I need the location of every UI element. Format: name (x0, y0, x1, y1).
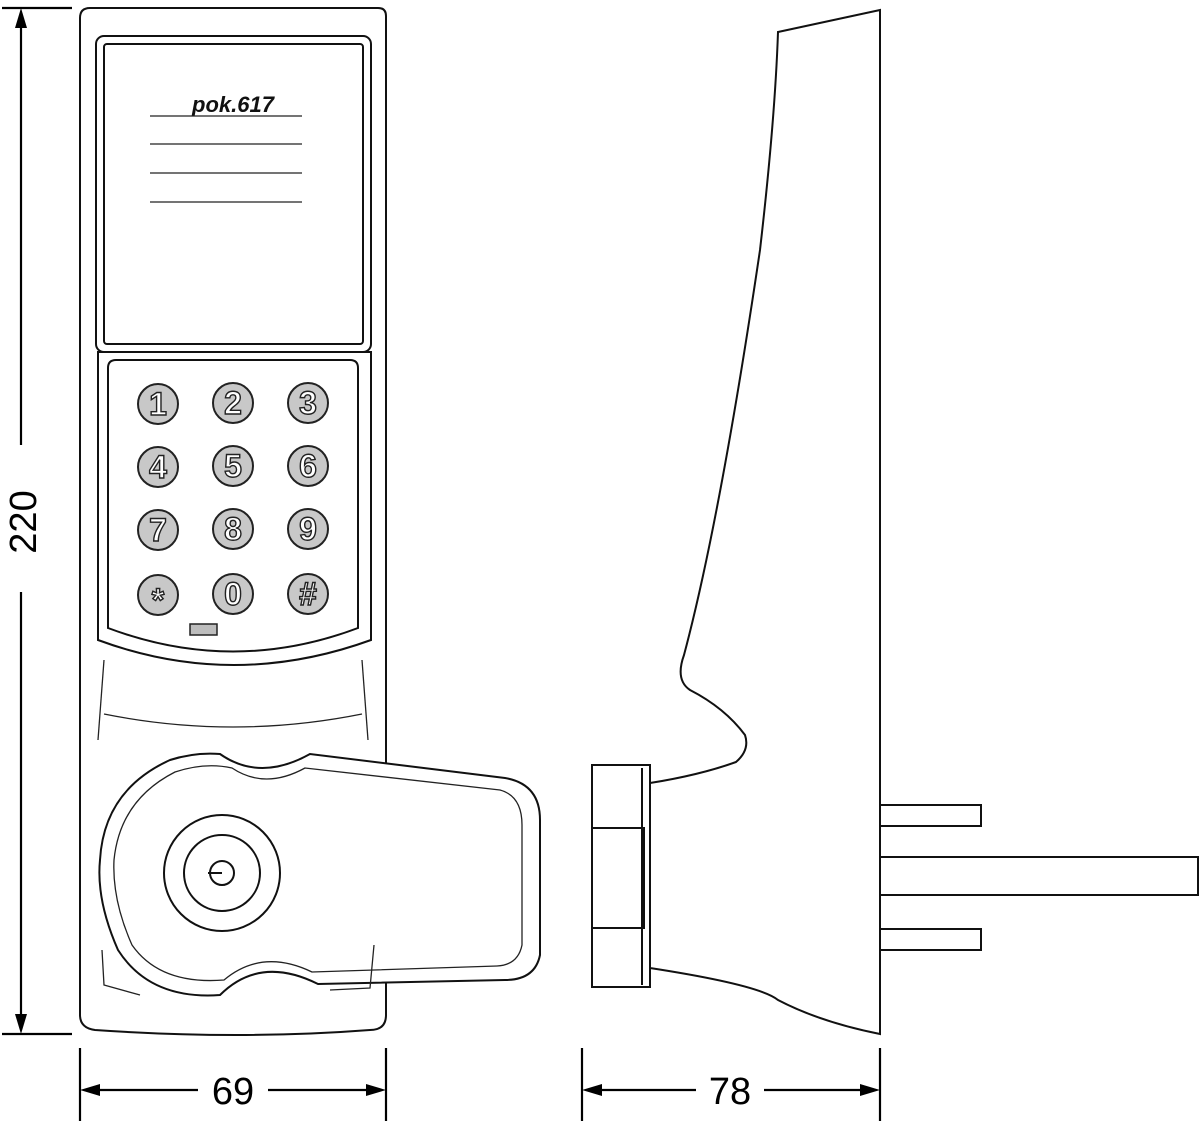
key-3[interactable]: 3 (287, 382, 329, 424)
key-5-label: 5 (224, 448, 242, 484)
key-hash[interactable]: # (287, 573, 329, 615)
key-4-label: 4 (149, 449, 167, 485)
key-6-label: 6 (299, 448, 317, 484)
mounting-pin-bottom (879, 928, 982, 951)
front-band-curve (103, 713, 363, 728)
front-base-left-corner (101, 949, 141, 996)
front-band-right (361, 659, 369, 741)
lever-handle-body (98, 752, 541, 997)
status-led-indicator (189, 623, 218, 636)
key-star[interactable]: * (137, 574, 179, 619)
key-1[interactable]: 1 (137, 383, 179, 425)
height-dimension: 220 (2, 6, 72, 1036)
side-depth-dimension: 78 (580, 1048, 882, 1121)
front-width-value: 69 (212, 1071, 254, 1113)
side-view (591, 8, 1199, 1036)
key-2[interactable]: 2 (212, 382, 254, 424)
front-base-right-corner (329, 944, 375, 991)
cylinder-rose-inner (183, 834, 261, 912)
key-8[interactable]: 8 (212, 508, 254, 550)
label-window-inner (103, 43, 364, 345)
key-9-button[interactable] (287, 508, 329, 550)
front-width-dimension: 69 (78, 1048, 388, 1121)
mounting-pin-top (879, 804, 982, 827)
key-5[interactable]: 5 (212, 445, 254, 487)
width-arrow-left (80, 1084, 100, 1096)
key-7-button[interactable] (137, 509, 179, 551)
key-8-label: 8 (224, 511, 242, 547)
key-5-button[interactable] (212, 445, 254, 487)
front-band-left (97, 659, 105, 741)
front-view: pok.617 1 2 3 4 (79, 7, 541, 1036)
key-star-button[interactable] (137, 574, 179, 616)
model-label: pok.617 (191, 92, 276, 117)
spindle-bar (879, 856, 1199, 896)
key-4[interactable]: 4 (137, 446, 179, 488)
key-6-button[interactable] (287, 445, 329, 487)
key-0[interactable]: 0 (212, 573, 254, 615)
key-7-label: 7 (149, 512, 167, 548)
key-9[interactable]: 9 (287, 508, 329, 550)
key-1-button[interactable] (137, 383, 179, 425)
keypad: 1 2 3 4 5 6 7 (137, 382, 329, 636)
key-2-label: 2 (224, 385, 242, 421)
key-4-button[interactable] (137, 446, 179, 488)
depth-arrow-left (582, 1084, 602, 1096)
key-hash-button[interactable] (287, 573, 329, 615)
depth-arrow-right (860, 1084, 880, 1096)
key-0-label: 0 (224, 576, 242, 612)
height-arrow-bottom (15, 1014, 27, 1034)
height-value: 220 (3, 490, 45, 553)
key-star-label: * (152, 582, 165, 618)
key-2-button[interactable] (212, 382, 254, 424)
side-depth-value: 78 (709, 1071, 751, 1113)
key-6[interactable]: 6 (287, 445, 329, 487)
key-7[interactable]: 7 (137, 509, 179, 551)
key-3-label: 3 (299, 385, 317, 421)
key-0-button[interactable] (212, 573, 254, 615)
side-lever-hub-face (591, 827, 645, 929)
key-3-button[interactable] (287, 382, 329, 424)
cylinder-rose-outer (163, 814, 281, 932)
lever-handle-inner (113, 765, 523, 982)
lever-handle (98, 752, 541, 997)
height-arrow-top (15, 8, 27, 28)
key-hash-label: # (299, 576, 317, 612)
key-1-label: 1 (149, 386, 167, 422)
key-9-label: 9 (299, 511, 317, 547)
width-arrow-right (366, 1084, 386, 1096)
key-8-button[interactable] (212, 508, 254, 550)
side-body-outline (649, 8, 881, 1036)
